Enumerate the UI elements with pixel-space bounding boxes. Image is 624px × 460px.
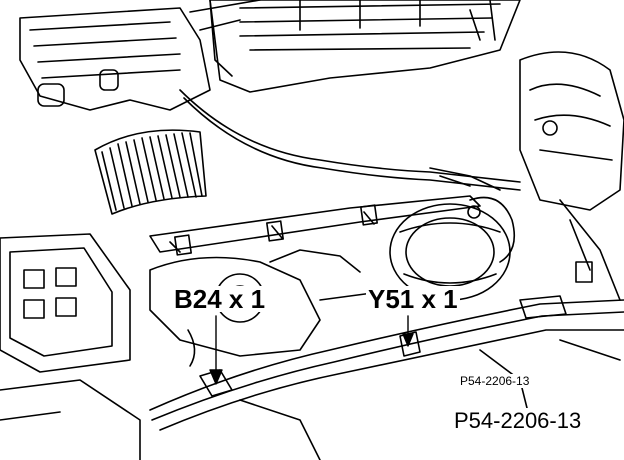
callout-leaders bbox=[209, 315, 414, 385]
wiring-harness bbox=[149, 295, 624, 431]
reference-code-outer: P54-2206-13 bbox=[454, 408, 582, 434]
callout-b24: B24 x 1 bbox=[172, 284, 268, 314]
lower-engine-details bbox=[0, 339, 621, 460]
right-side-components bbox=[519, 51, 624, 301]
control-unit-box bbox=[0, 233, 131, 373]
fuel-rail bbox=[149, 195, 481, 256]
engine-block-outline bbox=[19, 0, 261, 111]
reference-code-inner: P54-2206-13 bbox=[458, 374, 532, 388]
intake-manifold bbox=[209, 0, 521, 93]
air-intake-hose bbox=[94, 129, 207, 215]
callout-y51: Y51 x 1 bbox=[366, 284, 460, 314]
vacuum-lines bbox=[179, 89, 521, 191]
